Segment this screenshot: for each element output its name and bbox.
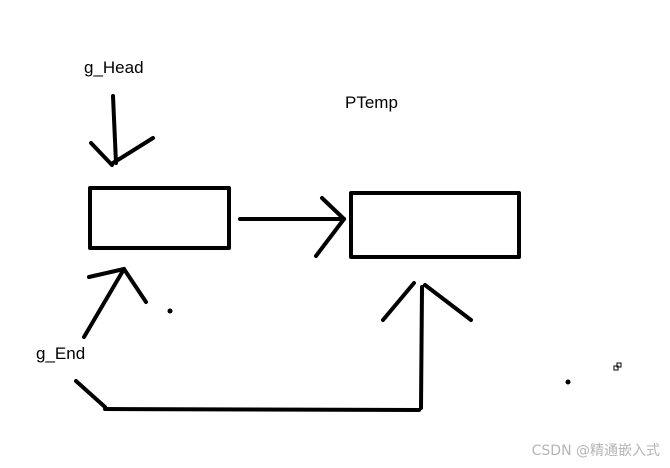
ink-dot: [565, 379, 571, 385]
ink-dot: [167, 308, 173, 314]
g-end-label: g_End: [36, 344, 86, 363]
g-head-label: g_Head: [84, 58, 144, 77]
ptemp-label: PTemp: [345, 93, 398, 112]
end-pointer-arrow: [82, 267, 148, 339]
head-pointer-arrow: [89, 94, 155, 167]
next-link-arrow: [238, 196, 346, 258]
small-link-icon: [613, 362, 622, 371]
watermark: CSDN @精通嵌入式: [531, 443, 660, 459]
end-to-temp-arrow: [74, 281, 473, 412]
node-box-second: [349, 191, 521, 259]
node-box-first: [88, 186, 231, 250]
